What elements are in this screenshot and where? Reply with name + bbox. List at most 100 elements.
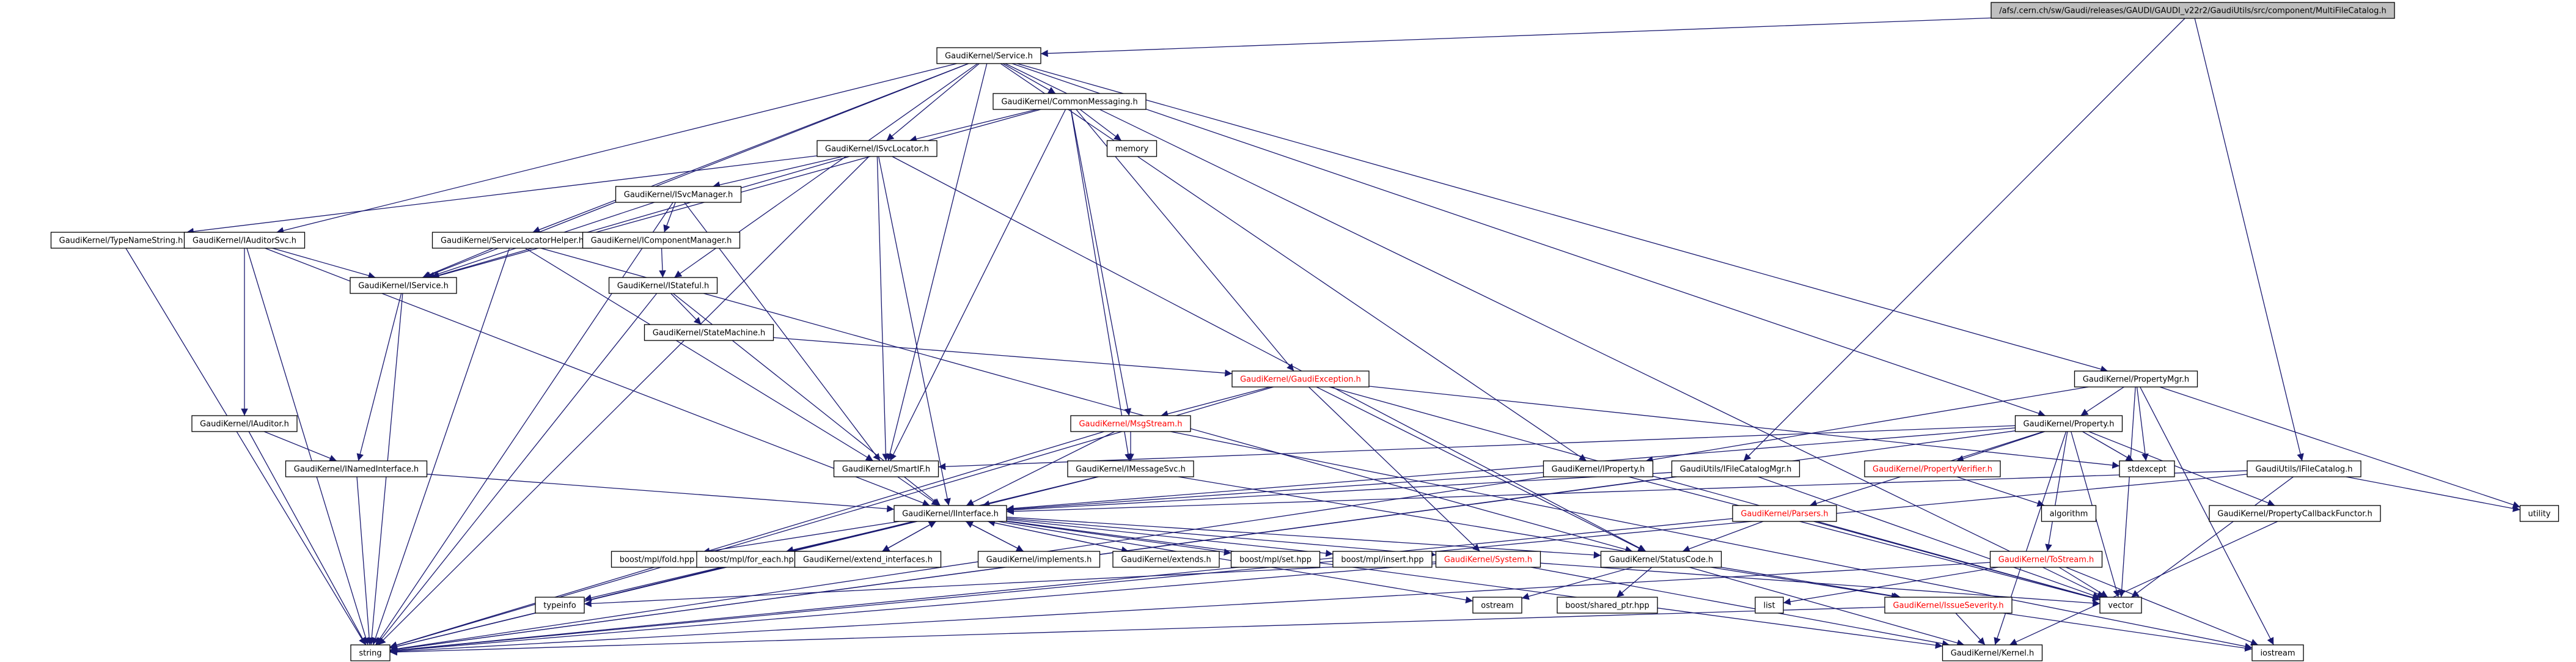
edge-system-to-string xyxy=(389,563,1436,655)
edge-gaudiexc-to-vector xyxy=(1329,386,2101,601)
node-statuscode[interactable]: GaudiKernel/StatusCode.h xyxy=(1600,551,1722,568)
edge-root-to-ifilecatalog xyxy=(2194,18,2304,462)
node-box xyxy=(2014,415,2123,432)
node-iproperty[interactable]: GaudiKernel/IProperty.h xyxy=(1543,460,1654,477)
node-label: GaudiKernel/StateMachine.h xyxy=(653,329,766,338)
edge-propertymgr-to-iproperty xyxy=(1645,386,2089,463)
node-msgstream[interactable]: GaudiKernel/MsgStream.h xyxy=(1070,415,1191,432)
node-box xyxy=(582,232,741,249)
edge-propverifier-to-algorithm xyxy=(1956,476,2045,507)
node-stdexcept[interactable]: stdexcept xyxy=(2119,460,2175,477)
node-box xyxy=(2251,644,2304,661)
node-imessagesvc[interactable]: GaudiKernel/IMessageSvc.h xyxy=(1067,460,1194,477)
edge-iinterface-to-mplinsert xyxy=(1006,519,1334,557)
node-sharedptr[interactable]: boost/shared_ptr.hpp xyxy=(1557,597,1658,614)
edge-ifilecatalog-to-utility xyxy=(2346,476,2520,512)
node-list[interactable]: list xyxy=(1755,597,1784,614)
node-mplinsert[interactable]: boost/mpl/insert.hpp xyxy=(1332,551,1433,568)
node-issueseverity[interactable]: GaudiKernel/IssueSeverity.h xyxy=(1884,597,2013,614)
node-box xyxy=(608,277,718,294)
node-icompmgr[interactable]: GaudiKernel/IComponentManager.h xyxy=(582,232,741,249)
node-system[interactable]: GaudiKernel/System.h xyxy=(1435,551,1541,568)
node-tostream[interactable]: GaudiKernel/ToStream.h xyxy=(1989,551,2103,568)
node-isvcmanager[interactable]: GaudiKernel/ISvcManager.h xyxy=(615,186,742,203)
node-utility[interactable]: utility xyxy=(2519,505,2559,522)
node-isvclocator[interactable]: GaudiKernel/ISvcLocator.h xyxy=(816,140,938,157)
node-label: boost/mpl/for_each.hpp xyxy=(705,556,799,565)
node-box xyxy=(350,277,457,294)
node-gaudiexc[interactable]: GaudiKernel/GaudiException.h xyxy=(1231,370,1370,388)
edge-iproperty-to-string xyxy=(389,476,1546,653)
node-memory[interactable]: memory xyxy=(1106,140,1158,157)
node-box xyxy=(285,460,428,477)
node-typename[interactable]: GaudiKernel/TypeNameString.h xyxy=(50,232,192,249)
edge-propertymgr-to-iostream xyxy=(2140,386,2274,645)
node-implements[interactable]: GaudiKernel/implements.h xyxy=(977,551,1101,568)
edge-propertymgr-to-property xyxy=(2080,386,2124,416)
node-ostream[interactable]: ostream xyxy=(1472,597,1522,614)
node-mplfold[interactable]: boost/mpl/fold.hpp xyxy=(611,551,703,568)
edge-issueseverity-to-iostream xyxy=(2003,612,2253,652)
node-root[interactable]: /afs/.cern.ch/sw/Gaudi/releases/GAUDI/GA… xyxy=(1991,2,2395,19)
node-string[interactable]: string xyxy=(350,644,391,661)
node-box xyxy=(977,551,1101,568)
node-istateful[interactable]: GaudiKernel/IStateful.h xyxy=(608,277,718,294)
edge-istateful-to-statemachine xyxy=(670,293,702,325)
node-service[interactable]: GaudiKernel/Service.h xyxy=(936,47,1041,64)
edge-parsers-to-vector xyxy=(1813,521,2101,601)
node-box xyxy=(2041,505,2097,522)
node-propverifier[interactable]: GaudiKernel/PropertyVerifier.h xyxy=(1864,460,2001,477)
edge-commonmsg-to-smartif xyxy=(889,109,1066,462)
node-box xyxy=(1472,597,1522,614)
node-algorithm[interactable]: algorithm xyxy=(2041,505,2097,522)
node-commonmsg[interactable]: GaudiKernel/CommonMessaging.h xyxy=(993,93,1147,110)
node-propertymgr[interactable]: GaudiKernel/PropertyMgr.h xyxy=(2074,370,2198,388)
edge-propertymgr-to-stdexcept xyxy=(2136,386,2149,462)
node-parsers[interactable]: GaudiKernel/Parsers.h xyxy=(1732,505,1837,522)
edge-root-to-ifilecatmgr xyxy=(1743,18,2185,462)
node-ifilecatmgr[interactable]: GaudiUtils/IFileCatalogMgr.h xyxy=(1671,460,1800,477)
edge-commonmsg-to-isvclocator xyxy=(909,109,1037,142)
edge-extends-to-iinterface xyxy=(988,519,1129,552)
node-box xyxy=(1989,551,2103,568)
node-iinterface[interactable]: GaudiKernel/IInterface.h xyxy=(894,505,1007,522)
node-iostream[interactable]: iostream xyxy=(2251,644,2304,661)
edge-typename-to-string xyxy=(125,248,366,645)
node-label: GaudiKernel/CommonMessaging.h xyxy=(1001,98,1137,107)
node-label: GaudiKernel/PropertyMgr.h xyxy=(2083,375,2189,384)
edge-isvclocator-to-iservice xyxy=(430,156,850,279)
node-property[interactable]: GaudiKernel/Property.h xyxy=(2014,415,2123,432)
edge-iproperty-to-iinterface xyxy=(1006,472,1544,513)
edge-isvclocator-to-string xyxy=(378,156,870,645)
edge-ifilecatalog-to-iinterface xyxy=(1006,470,2248,515)
node-svclochelper[interactable]: GaudiKernel/ServiceLocatorHelper.h xyxy=(431,232,593,249)
edge-service-to-smartif xyxy=(886,63,988,462)
edge-statuscode-to-ostream xyxy=(1521,567,1633,600)
node-mplset[interactable]: boost/mpl/set.hpp xyxy=(1230,551,1321,568)
node-vector[interactable]: vector xyxy=(2099,597,2142,614)
node-label: GaudiKernel/ToStream.h xyxy=(1998,556,2094,565)
node-iauditor[interactable]: GaudiKernel/IAuditor.h xyxy=(191,415,298,432)
node-label: boost/shared_ptr.hpp xyxy=(1565,601,1649,611)
node-ifilecatalog[interactable]: GaudiUtils/IFileCatalog.h xyxy=(2247,460,2361,477)
node-extends[interactable]: GaudiKernel/extends.h xyxy=(1112,551,1220,568)
node-box xyxy=(1755,597,1784,614)
edge-isvcmanager-to-string xyxy=(375,202,673,645)
node-propcallback[interactable]: GaudiKernel/PropertyCallbackFunctor.h xyxy=(2209,505,2381,522)
edge-imessagesvc-to-issueseverity xyxy=(1178,476,1901,600)
node-box xyxy=(1067,460,1194,477)
node-iservice[interactable]: GaudiKernel/IService.h xyxy=(350,277,457,294)
node-extendif[interactable]: GaudiKernel/extend_interfaces.h xyxy=(794,551,942,568)
node-statemachine[interactable]: GaudiKernel/StateMachine.h xyxy=(644,324,774,341)
edge-iproperty-to-vector xyxy=(1628,476,2101,601)
node-inamedif[interactable]: GaudiKernel/INamedInterface.h xyxy=(285,460,428,477)
node-label: GaudiKernel/IAuditorSvc.h xyxy=(193,237,296,246)
node-label: boost/mpl/fold.hpp xyxy=(620,556,695,565)
node-typeinfo[interactable]: typeinfo xyxy=(535,597,585,614)
node-box xyxy=(1332,551,1433,568)
node-mplforeach[interactable]: boost/mpl/for_each.hpp xyxy=(696,551,807,568)
node-kernel[interactable]: GaudiKernel/Kernel.h xyxy=(1942,644,2043,661)
node-iauditorsvc[interactable]: GaudiKernel/IAuditorSvc.h xyxy=(183,232,306,249)
node-box xyxy=(611,551,703,568)
node-smartif[interactable]: GaudiKernel/SmartIF.h xyxy=(833,460,939,477)
